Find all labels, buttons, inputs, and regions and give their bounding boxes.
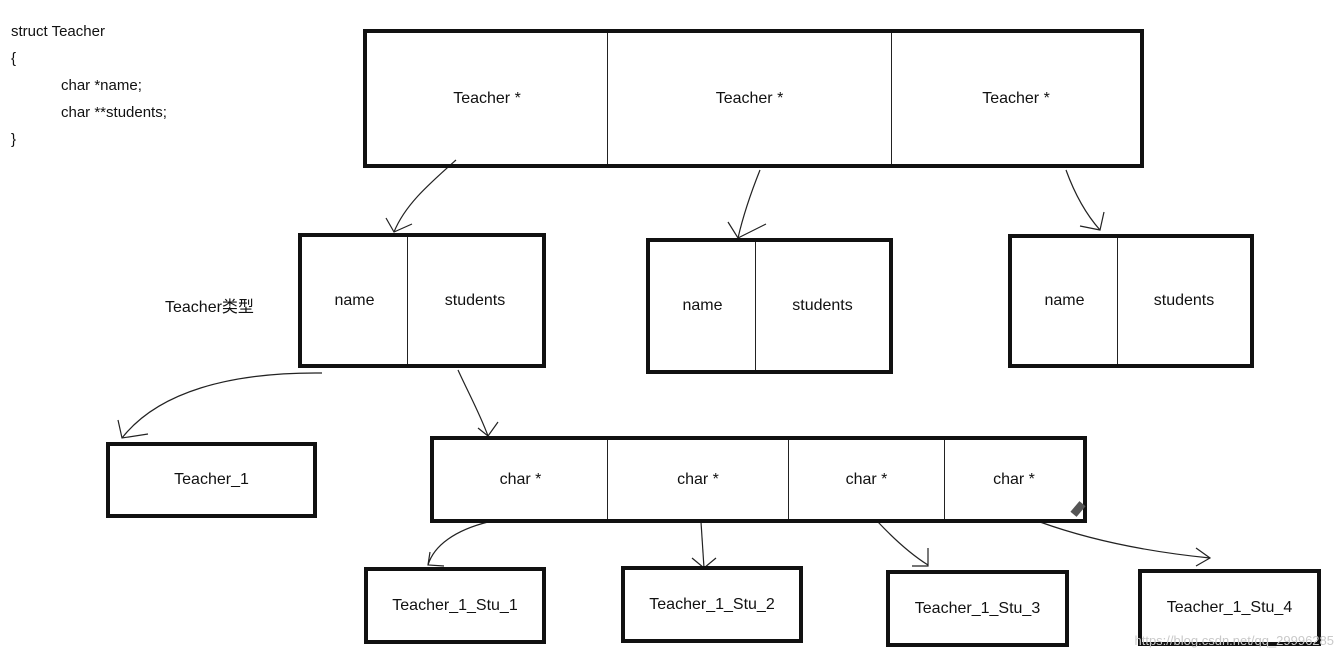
char-pointer-label-2: char * — [677, 470, 719, 488]
student-box-1: Teacher_1_Stu_1 — [364, 567, 546, 644]
teacher-pointer-cell-1: Teacher * — [367, 33, 607, 164]
student-box-2: Teacher_1_Stu_2 — [621, 566, 803, 643]
arrow-head — [427, 551, 445, 567]
arrow-name — [121, 372, 323, 439]
arrow-head — [727, 221, 767, 239]
code-line-1: struct Teacher — [11, 23, 105, 40]
struct-1-name-label: name — [334, 291, 375, 309]
divider — [891, 33, 892, 164]
divider — [607, 33, 608, 164]
arrow-head — [477, 421, 499, 437]
teacher-pointer-label-3: Teacher * — [982, 89, 1050, 107]
teacher-name-cell: Teacher_1 — [110, 446, 313, 514]
code-line-2: { — [11, 50, 17, 67]
arrow-stu1 — [427, 521, 489, 566]
student-cell-1: Teacher_1_Stu_1 — [368, 571, 542, 640]
struct-3-students-label: students — [1153, 292, 1215, 309]
teacher-type-label: Teacher类型 — [165, 299, 254, 316]
code-line-5: } — [11, 131, 17, 148]
char-pointer-label-3: char * — [845, 470, 888, 488]
divider — [1117, 238, 1118, 364]
student-box-4: Teacher_1_Stu_4 — [1138, 569, 1321, 646]
struct-code: struct Teacher { char *name; char **student… — [11, 18, 167, 153]
code-line-4: char **students; — [61, 104, 167, 121]
student-label-4: Teacher_1_Stu_4 — [1166, 598, 1293, 616]
teacher-name-box: Teacher_1 — [106, 442, 317, 518]
students-pointer-array: char * char * char * char * — [430, 436, 1087, 523]
char-pointer-label-4: char * — [993, 470, 1035, 488]
divider — [788, 440, 789, 519]
arrow-head — [1079, 211, 1105, 231]
arrow-stu4 — [1039, 521, 1211, 559]
char-pointer-cell-1: char * — [434, 440, 607, 519]
teacher-pointer-array: Teacher * Teacher * Teacher * — [363, 29, 1144, 168]
struct-1-students-label: students — [444, 291, 506, 309]
struct-3-name-cell: name — [1012, 238, 1117, 364]
divider — [407, 237, 408, 364]
teacher-pointer-label-2: Teacher * — [715, 89, 784, 107]
student-label-3: Teacher_1_Stu_3 — [914, 599, 1041, 617]
struct-2-name-label: name — [682, 297, 723, 314]
student-cell-3: Teacher_1_Stu_3 — [890, 574, 1065, 643]
teacher-name-label: Teacher_1 — [174, 471, 249, 488]
divider — [607, 440, 608, 519]
struct-3-students-cell: students — [1118, 238, 1250, 364]
char-pointer-cell-3: char * — [789, 440, 944, 519]
student-label-2: Teacher_1_Stu_2 — [649, 595, 775, 613]
arrow-teacher1 — [393, 159, 457, 233]
struct-3-name-label: name — [1044, 292, 1085, 309]
teacher-pointer-cell-3: Teacher * — [892, 33, 1140, 164]
watermark: https://blog.csdn.net/qq_29996285 — [1134, 633, 1335, 648]
struct-1-students-cell: students — [408, 237, 542, 364]
struct-1-name-cell: name — [302, 237, 407, 364]
teacher-struct-1: name students — [298, 233, 546, 368]
arrow-head — [385, 217, 413, 233]
teacher-pointer-cell-2: Teacher * — [608, 33, 891, 164]
char-pointer-label-1: char * — [499, 470, 542, 488]
student-cell-2: Teacher_1_Stu_2 — [625, 570, 799, 639]
divider — [755, 242, 756, 370]
arrow-stu2 — [700, 521, 705, 569]
student-cell-4: Teacher_1_Stu_4 — [1142, 573, 1317, 642]
arrow-head — [912, 548, 929, 567]
teacher-pointer-label-1: Teacher * — [453, 89, 521, 107]
teacher-struct-2: name students — [646, 238, 893, 374]
char-pointer-cell-4: char * — [945, 440, 1083, 519]
arrow-teacher3 — [1065, 169, 1101, 231]
student-box-3: Teacher_1_Stu_3 — [886, 570, 1069, 647]
teacher-struct-3: name students — [1008, 234, 1254, 368]
struct-2-name-cell: name — [650, 242, 755, 370]
arrow-head — [117, 419, 149, 439]
arrow-stu3 — [877, 521, 929, 566]
divider — [944, 440, 945, 519]
arrow-students — [457, 369, 489, 437]
struct-2-students-label: students — [792, 297, 853, 314]
struct-2-students-cell: students — [756, 242, 889, 370]
student-label-1: Teacher_1_Stu_1 — [392, 596, 518, 614]
char-pointer-cell-2: char * — [608, 440, 788, 519]
code-line-3: char *name; — [61, 77, 142, 94]
arrow-teacher2 — [737, 169, 761, 239]
arrow-head — [1195, 547, 1212, 567]
